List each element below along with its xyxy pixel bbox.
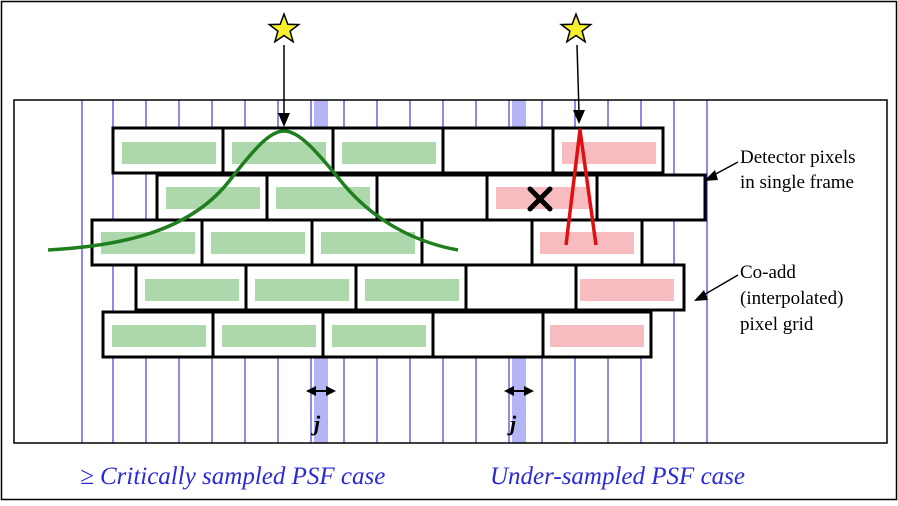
light-ray-arrow-right xyxy=(576,44,580,113)
sample-fill-green xyxy=(321,232,415,254)
detector-pixel xyxy=(464,263,578,312)
coadd-label-line1: Co-add xyxy=(740,262,796,283)
detector-label-line2: in single frame xyxy=(740,172,854,193)
detector-label-line1: Detector pixels xyxy=(740,147,856,168)
sample-fill-green xyxy=(332,325,426,347)
arrowhead xyxy=(704,170,718,181)
coadd-region-box xyxy=(13,99,888,444)
coadd-callout-arrow xyxy=(701,274,739,297)
caption-critically-sampled: ≥ Critically sampled PSF case xyxy=(80,463,385,490)
caption-under-sampled: Under-sampled PSF case xyxy=(490,463,745,490)
sample-fill-pink xyxy=(550,325,644,347)
sample-fill-green xyxy=(101,232,195,254)
coadd-label-line3: pixel grid xyxy=(740,314,814,335)
detector-pixel xyxy=(420,218,534,267)
sample-fill-green xyxy=(112,325,206,347)
jitter-arrow-right xyxy=(504,386,534,396)
detector-pixel xyxy=(441,126,555,175)
arrowhead xyxy=(278,113,290,127)
detector-pixel xyxy=(375,173,489,222)
sample-fill-green xyxy=(122,142,216,164)
wide-psf-curve xyxy=(47,129,459,252)
star-icon xyxy=(267,11,301,44)
detector-callout-arrow xyxy=(711,161,739,177)
detector-pixel xyxy=(431,310,545,359)
sample-fill-green xyxy=(276,187,370,209)
sample-fill-green xyxy=(255,279,349,301)
sample-fill-green xyxy=(211,232,305,254)
sample-fill-green xyxy=(222,325,316,347)
jitter-arrow-left xyxy=(306,386,336,396)
sample-fill-pink xyxy=(540,232,634,254)
detector-pixel xyxy=(595,173,707,222)
sample-fill-pink xyxy=(580,279,674,301)
arrowhead xyxy=(694,290,708,301)
x-mark-icon xyxy=(527,186,553,212)
sample-fill-green xyxy=(365,279,459,301)
star-icon xyxy=(559,11,593,44)
narrow-psf-spike xyxy=(564,128,598,246)
well-sampled-fills xyxy=(101,142,459,347)
sample-fill-green xyxy=(145,279,239,301)
arrowhead xyxy=(573,110,585,124)
sample-fill-green xyxy=(342,142,436,164)
jitter-label-right: j xyxy=(507,411,517,436)
under-sampled-fills xyxy=(496,142,674,347)
coadd-label-line2: (interpolated) xyxy=(740,288,843,309)
jitter-label-left: j xyxy=(311,411,321,436)
